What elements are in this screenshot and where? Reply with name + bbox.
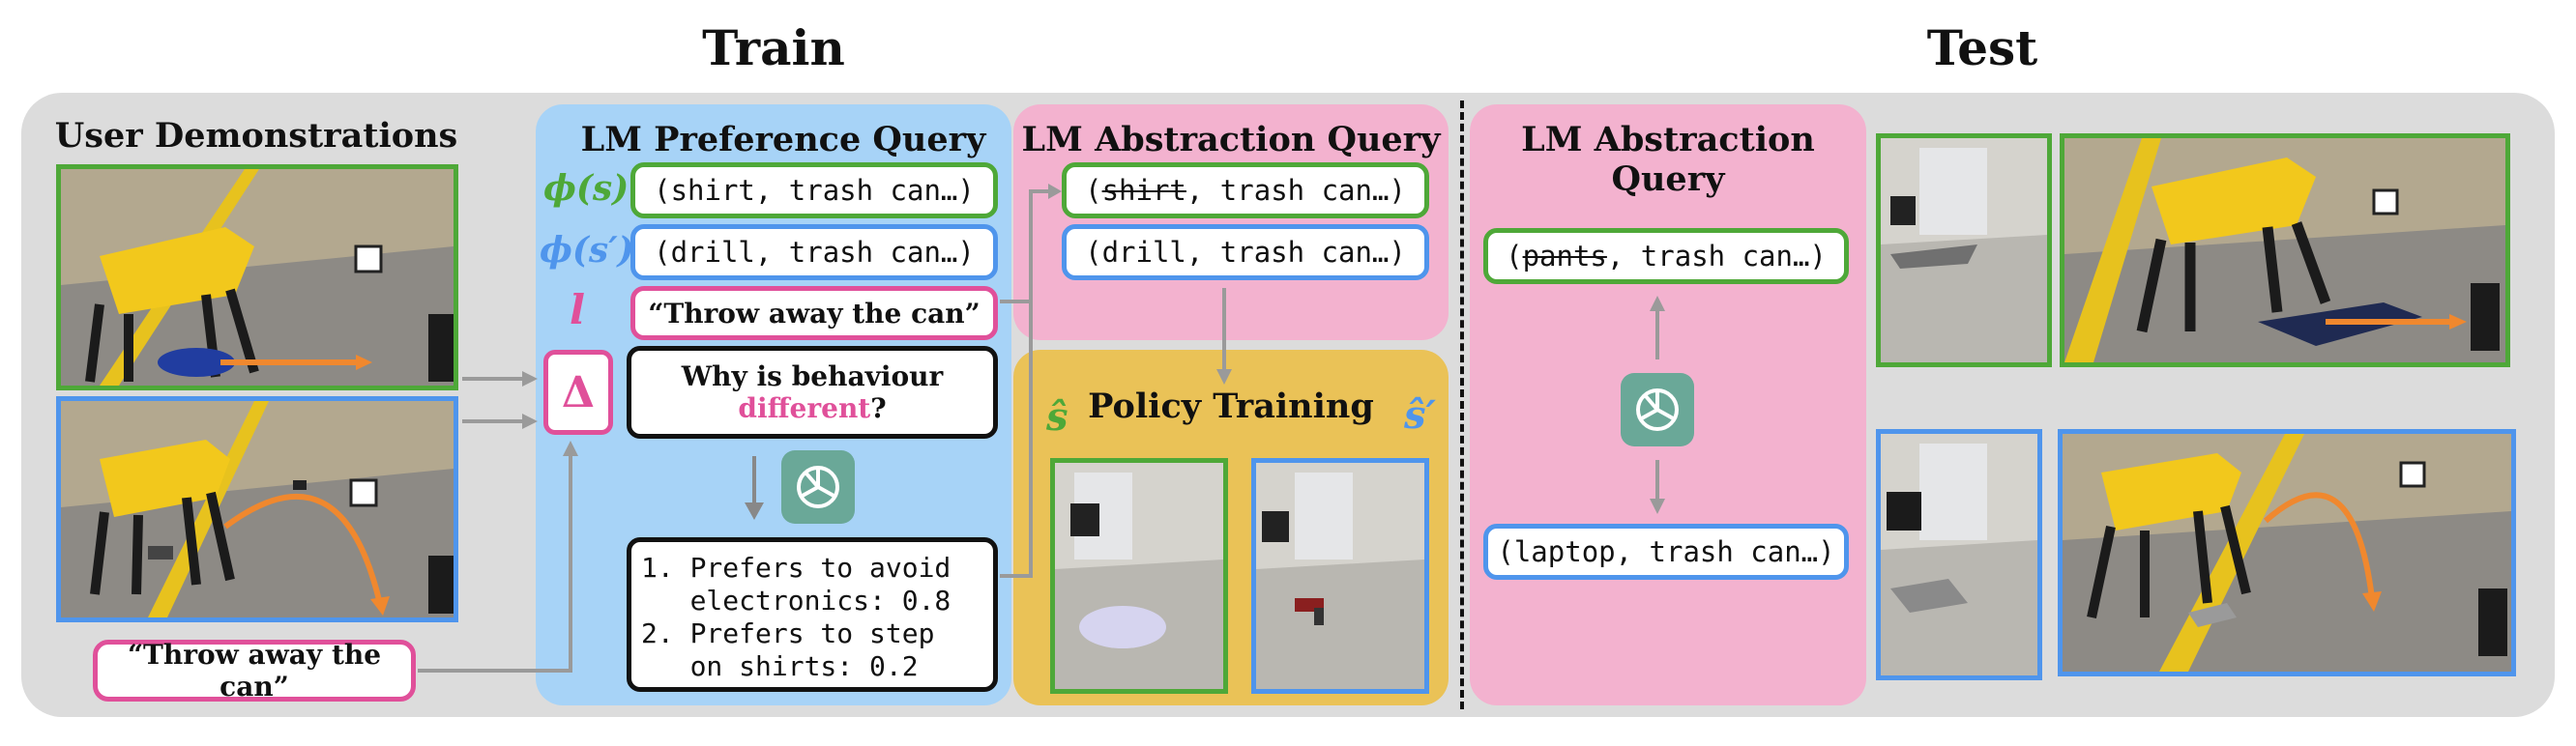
answer-line-3: 2. Prefers to step (641, 617, 935, 649)
l-symbol: l (570, 286, 585, 333)
answer-line-4: on shirts: 0.2 (641, 650, 919, 682)
tuple-s-text: (shirt, trash can…) (654, 174, 975, 207)
abstraction-test-tuple-2: (laptop, trash can…) (1483, 524, 1849, 580)
test-photo-laptop-large (2058, 429, 2516, 676)
question-line2: different? (738, 392, 886, 424)
test-photo-pants-small (1876, 133, 2052, 367)
delta-box: Δ (543, 350, 613, 435)
question-box: Why is behaviour different? (627, 346, 998, 439)
struck-word-shirt: shirt (1101, 174, 1186, 207)
abstraction-test-title: LM Abstraction Query (1521, 120, 1815, 199)
test-photo-pants-large (2060, 133, 2510, 367)
train-header: Train (702, 19, 845, 76)
demo-photo-drill (56, 396, 458, 622)
abstraction-train-panel (1013, 104, 1449, 340)
preference-title: LM Preference Query (580, 120, 986, 159)
train-test-divider (1460, 100, 1464, 709)
test-photo-laptop-small (1876, 429, 2042, 680)
demo-instruction-text: “Throw away the can” (127, 639, 382, 703)
abstraction-test-tuple-1-text: (pants, trash can…) (1506, 240, 1827, 273)
answer-box: 1. Prefers to avoid electronics: 0.8 2. … (627, 537, 998, 692)
policy-photo-drill (1251, 458, 1429, 694)
abstraction-train-title: LM Abstraction Query (1021, 120, 1441, 159)
openai-logo-icon-test (1621, 373, 1694, 446)
abstraction-test-tuple-2-text: (laptop, trash can…) (1497, 535, 1835, 568)
tuple-s-prime-box: (drill, trash can…) (630, 224, 998, 280)
policy-photo-shirt (1050, 458, 1228, 694)
s-hat-prime-label: ŝ′ (1404, 392, 1437, 438)
abstraction-train-tuple-1-rest: , trash can…) (1186, 174, 1406, 207)
phi-s-prime-label: ϕ(s′) (540, 230, 634, 271)
question-mark: ? (870, 392, 887, 424)
struck-word-pants: pants (1522, 240, 1607, 273)
openai-logo-icon (781, 450, 855, 524)
policy-title: Policy Training (1088, 387, 1374, 426)
tuple-s-prime-text: (drill, trash can…) (654, 236, 975, 269)
preference-instruction-box: “Throw away the can” (630, 286, 998, 340)
delta-symbol: Δ (561, 367, 596, 417)
abstraction-train-tuple-2: (drill, trash can…) (1062, 224, 1429, 280)
demo-title: User Demonstrations (54, 116, 458, 156)
abstraction-train-tuple-1-text: (shirt, trash can…) (1085, 174, 1406, 207)
abstraction-train-tuple-1: (shirt, trash can…) (1062, 162, 1429, 218)
question-line1: Why is behaviour (681, 360, 944, 392)
demo-photo-shirt (56, 164, 458, 390)
abstraction-train-tuple-2-text: (drill, trash can…) (1085, 236, 1406, 269)
answer-line-1: 1. Prefers to avoid (641, 552, 951, 584)
answer-line-2: electronics: 0.8 (641, 585, 951, 617)
test-header: Test (1926, 19, 2038, 76)
abstraction-test-tuple-1: (pants, trash can…) (1483, 228, 1849, 284)
arrow-to-lm-icon (745, 456, 764, 520)
s-hat-label: ŝ (1046, 394, 1068, 440)
demo-instruction-box: “Throw away the can” (93, 639, 416, 703)
question-word: different (738, 392, 871, 424)
preference-instruction-text: “Throw away the can” (648, 297, 981, 330)
abstraction-test-tuple-1-rest: , trash can…) (1606, 240, 1827, 273)
phi-s-label: ϕ(s) (543, 168, 629, 209)
tuple-s-box: (shirt, trash can…) (630, 162, 998, 218)
